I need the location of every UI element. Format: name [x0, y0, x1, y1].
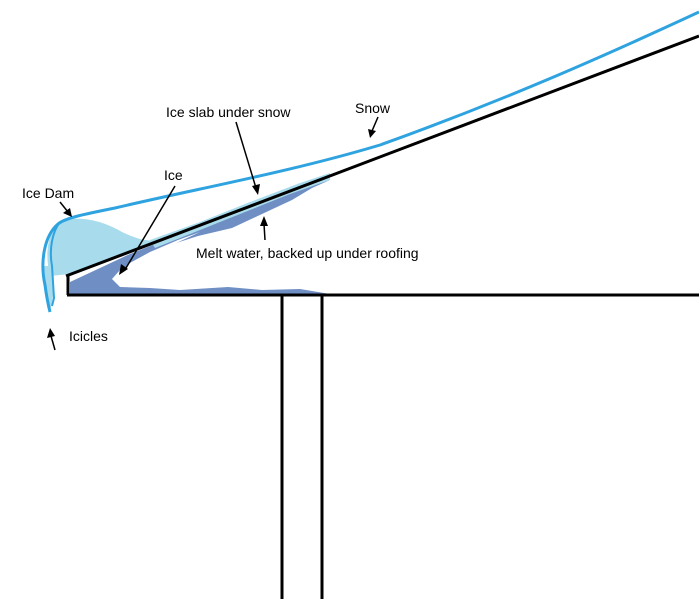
arrow-icicles [47, 328, 56, 351]
ice-label: Ice [164, 167, 183, 183]
arrow-ice [119, 185, 176, 275]
icicles-label: Icicles [69, 328, 108, 344]
ice-dam-label: Ice Dam [22, 185, 75, 201]
roof-line [65, 34, 699, 278]
snow-label: Snow [355, 100, 391, 116]
icicle [44, 266, 54, 312]
arrow-snow [368, 116, 379, 138]
snow-line-inner [49, 221, 61, 307]
ice-dam-mass [47, 218, 158, 276]
arrow-melt-water [260, 216, 268, 241]
ice-slab-label: Ice slab under snow [166, 104, 291, 120]
arrow-ice-dam [59, 201, 72, 217]
snow-line [41, 10, 699, 313]
melt-water-region [70, 180, 330, 294]
melt-water-label: Melt water, backed up under roofing [196, 245, 419, 261]
arrow-ice-slab [235, 121, 260, 195]
